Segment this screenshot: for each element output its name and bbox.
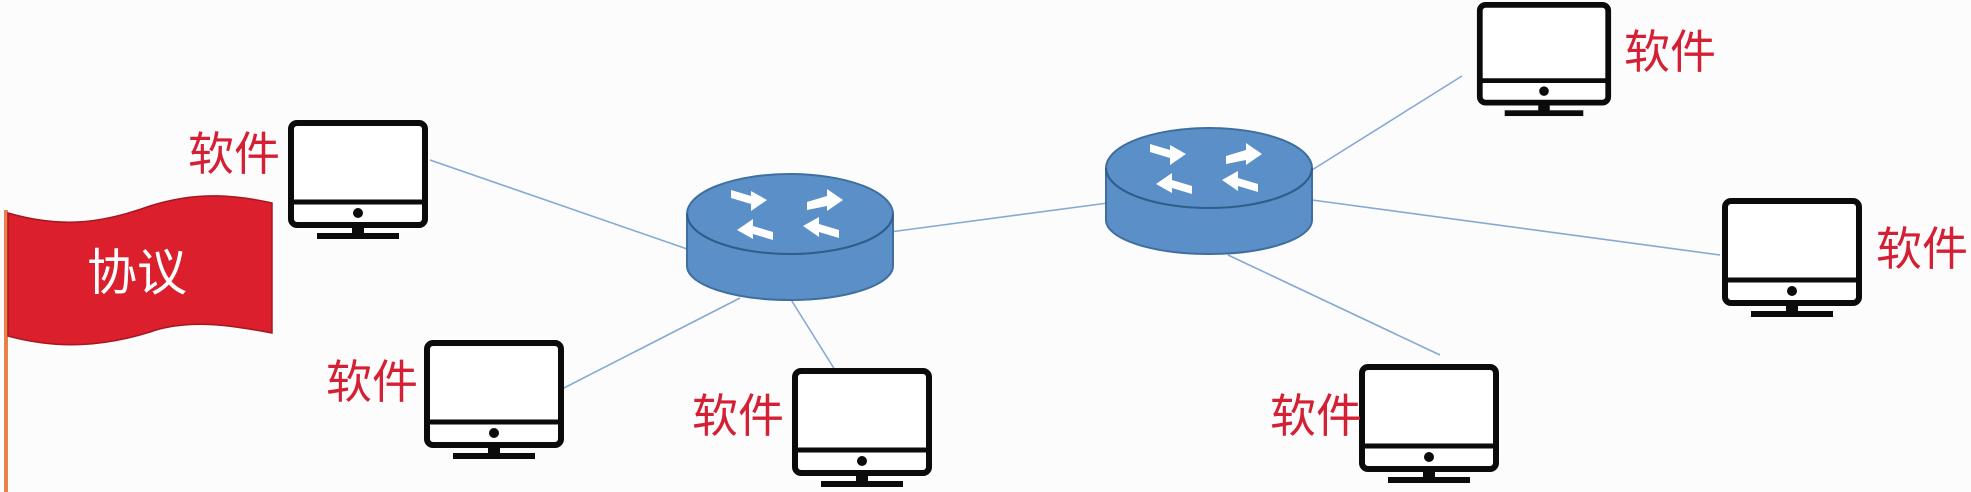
flag-label: 协议: [87, 244, 187, 302]
flag-pole: [4, 210, 8, 492]
links: [429, 75, 1721, 391]
host-right-middle: 软件: [1725, 201, 1968, 317]
host-label: 软件: [1876, 222, 1968, 276]
host-left-bottom: 软件: [326, 343, 561, 459]
monitor-icon: [1362, 367, 1496, 483]
host-right-bottom: 软件: [1270, 367, 1496, 483]
flag-cloth: [7, 195, 273, 346]
host-label: 软件: [188, 127, 280, 181]
host-label: 软件: [1270, 389, 1362, 443]
monitor-icon: [1480, 5, 1608, 116]
monitor-icon: [1725, 201, 1859, 317]
protocol-flag: 协议: [4, 195, 273, 492]
link-host-left-top: [429, 159, 691, 251]
router-2: [1105, 127, 1313, 255]
router-1: [686, 173, 894, 301]
link-host-right-bottom: [1227, 254, 1441, 356]
link-host-center-bottom: [789, 297, 836, 371]
link-router-1-router-2: [889, 202, 1109, 233]
link-host-left-bottom: [559, 297, 741, 391]
host-left-top: 软件: [188, 123, 425, 239]
host-label: 软件: [692, 389, 784, 443]
monitor-icon: [291, 123, 425, 239]
monitor-icon: [795, 371, 929, 487]
host-label: 软件: [1624, 25, 1716, 79]
host-center-bottom: 软件: [692, 371, 929, 487]
router-icon: [686, 173, 894, 301]
link-host-right-middle: [1311, 199, 1721, 256]
router-icon: [1105, 127, 1313, 255]
link-host-right-top: [1311, 75, 1463, 171]
host-right-top: 软件: [1480, 5, 1716, 116]
monitor-icon: [427, 343, 561, 459]
host-label: 软件: [326, 355, 418, 409]
